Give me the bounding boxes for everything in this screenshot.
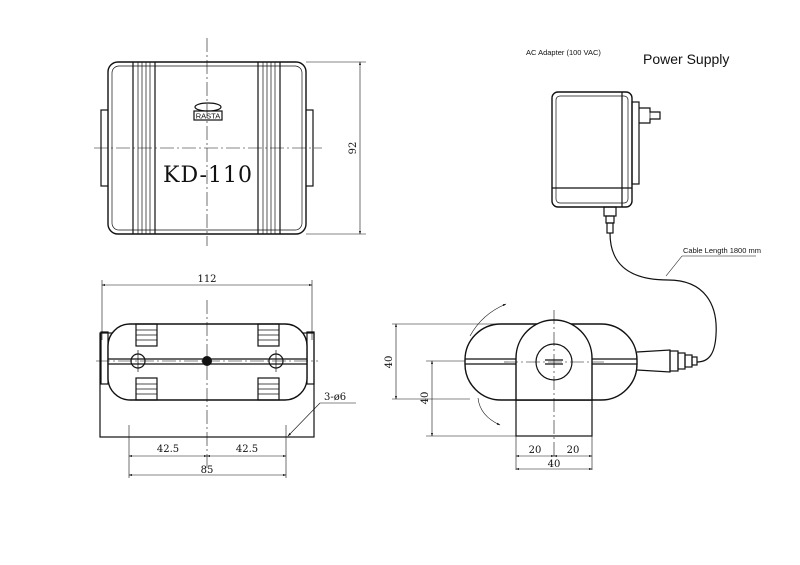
top-ribs xyxy=(135,323,280,401)
svg-text:RASTA: RASTA xyxy=(196,112,220,121)
power-supply: AC Adapter (100 VAC) Power Supply Cable … xyxy=(526,48,761,363)
svg-text:3-ø6: 3-ø6 xyxy=(324,392,346,403)
adapter-label: AC Adapter (100 VAC) xyxy=(526,48,601,57)
dimension-side-widths: 20 20 xyxy=(515,445,593,458)
cable-length-callout: Cable Length 1800 mm xyxy=(665,246,761,277)
svg-text:85: 85 xyxy=(201,465,214,476)
svg-text:42.5: 42.5 xyxy=(236,444,258,455)
brand-logo: RASTA xyxy=(193,102,223,121)
mounting-holes xyxy=(130,350,284,372)
model-label: KD-110 xyxy=(163,163,253,188)
dimension-mount-span: 85 xyxy=(128,465,287,477)
adapter-body xyxy=(551,91,633,208)
power-supply-title: Power Supply xyxy=(643,51,729,67)
svg-text:112: 112 xyxy=(197,274,216,285)
svg-text:40: 40 xyxy=(548,459,561,470)
top-view: 112 xyxy=(96,274,356,478)
dimension-width-top: 112 xyxy=(101,274,313,340)
svg-text:40: 40 xyxy=(420,392,431,405)
dimension-height-front: 92 xyxy=(306,61,366,235)
svg-text:42.5: 42.5 xyxy=(157,444,179,455)
front-view: RASTA KD-110 92 xyxy=(94,38,366,246)
side-view: 40 40 xyxy=(384,303,698,471)
svg-text:92: 92 xyxy=(348,142,359,155)
dimension-side-width-total: 40 xyxy=(515,459,593,471)
svg-text:Cable Length 1800 mm: Cable Length 1800 mm xyxy=(683,246,761,255)
svg-text:20: 20 xyxy=(529,445,542,456)
dimension-hole-spacing: 42.5 42.5 xyxy=(128,444,287,458)
adapter-cable xyxy=(609,232,717,363)
svg-text:40: 40 xyxy=(384,356,395,369)
holes-callout: 3-ø6 xyxy=(287,392,356,437)
svg-text:20: 20 xyxy=(567,445,580,456)
